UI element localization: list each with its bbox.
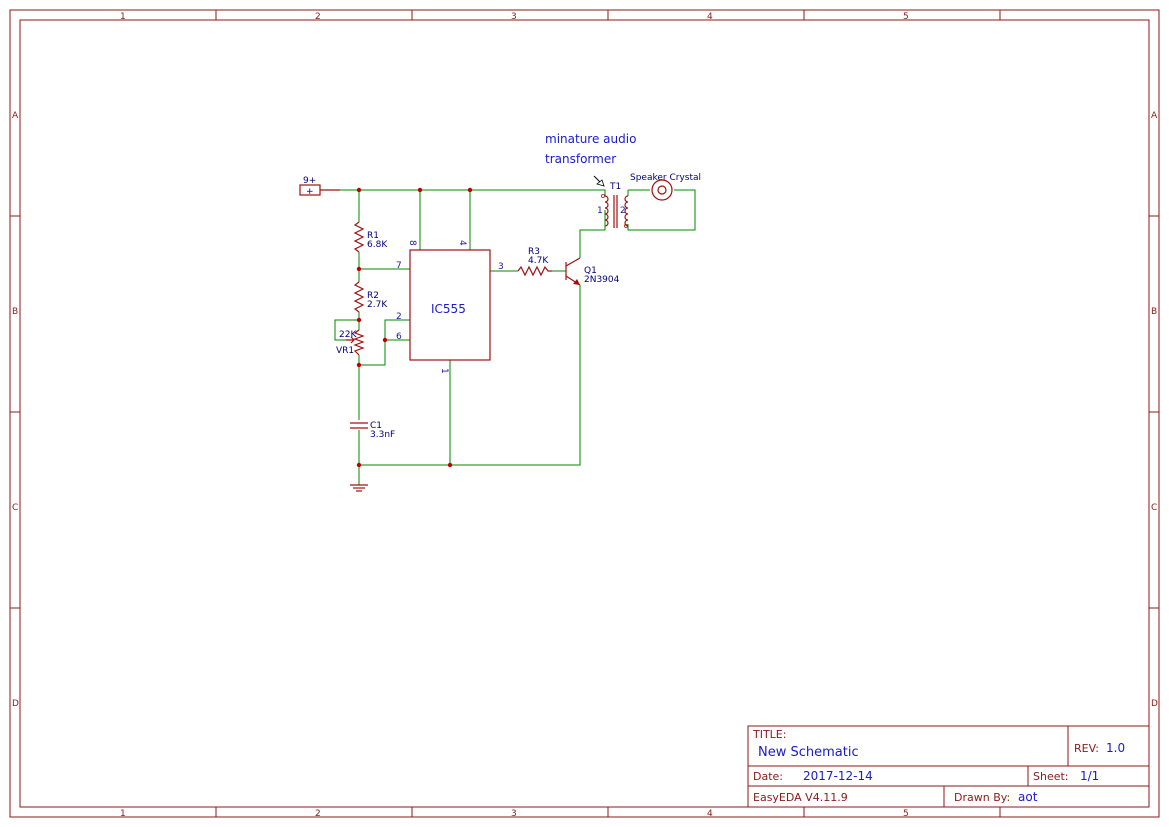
- sheet-value: 1/1: [1080, 769, 1099, 783]
- software-label: EasyEDA V4.11.9: [753, 791, 848, 804]
- col-label-bottom: 4: [707, 809, 713, 819]
- rev-value: 1.0: [1106, 741, 1125, 755]
- transformer-t1[interactable]: T1 1 2: [597, 182, 629, 228]
- q1-value: 2N3904: [584, 275, 620, 285]
- title-block: TITLE: New Schematic REV: 1.0 Date: 2017…: [747, 725, 1150, 808]
- sheet-label: Sheet:: [1033, 770, 1069, 783]
- col-label-bottom: 2: [315, 809, 321, 819]
- ic-name: IC555: [431, 302, 466, 316]
- row-label-right: C: [1151, 503, 1157, 513]
- q1-ref: Q1: [584, 266, 597, 276]
- row-label-left: C: [12, 503, 18, 513]
- capacitor-c1[interactable]: C1 3.3nF: [350, 421, 395, 440]
- row-label-right: B: [1151, 307, 1157, 317]
- r2-value: 2.7K: [367, 300, 388, 310]
- ic-pin-6: 6: [396, 332, 402, 342]
- ic-pin-2: 2: [396, 312, 402, 322]
- drawn-value: aot: [1018, 790, 1038, 804]
- date-value: 2017-12-14: [803, 769, 873, 783]
- ic-pin-1: 1: [439, 368, 449, 374]
- schematic-title: New Schematic: [758, 745, 859, 760]
- c1-value: 3.3nF: [370, 430, 395, 440]
- annotation-line-1: minature audio: [545, 132, 636, 146]
- t1-pin-2: 2: [620, 206, 626, 216]
- power-label: 9+: [303, 176, 316, 186]
- resistor-r1[interactable]: R1 6.8K: [353, 221, 388, 253]
- col-label-top: 5: [903, 12, 909, 22]
- t1-pin-1: 1: [597, 206, 603, 216]
- rev-label: REV:: [1074, 742, 1099, 755]
- c1-ref: C1: [370, 421, 382, 431]
- vr1-value: 22K: [339, 330, 357, 340]
- resistor-r2[interactable]: R2 2.7K: [353, 281, 388, 313]
- col-label-top: 4: [707, 12, 713, 22]
- col-label-bottom: 3: [511, 809, 517, 819]
- potentiometer-vr1[interactable]: 22K VR1: [336, 329, 365, 356]
- t1-ref: T1: [609, 182, 621, 192]
- row-label-left: D: [12, 699, 19, 709]
- row-label-right: A: [1151, 111, 1158, 121]
- col-label-top: 1: [120, 12, 126, 22]
- resistor-r3[interactable]: R3 4.7K: [517, 247, 552, 277]
- transistor-q1[interactable]: Q1 2N3904: [565, 257, 620, 286]
- row-label-left: A: [12, 111, 19, 121]
- row-label-right: D: [1151, 699, 1158, 709]
- annotation-line-2: transformer: [545, 152, 616, 166]
- ic-pin-8: 8: [407, 240, 417, 246]
- annotation-note: minature audio transformer: [545, 132, 636, 187]
- vr1-ref: VR1: [336, 346, 354, 356]
- col-label-bottom: 1: [120, 809, 126, 819]
- r3-ref: R3: [528, 247, 540, 257]
- speaker-label: Speaker Crystal: [630, 173, 701, 183]
- ground-symbol: [350, 484, 368, 492]
- col-label-top: 2: [315, 12, 321, 22]
- r2-ref: R2: [367, 291, 379, 301]
- ic-pin-4: 4: [457, 240, 467, 246]
- power-flag[interactable]: 9+ +: [299, 176, 340, 197]
- col-label-bottom: 5: [903, 809, 909, 819]
- date-label: Date:: [753, 770, 783, 783]
- title-label: TITLE:: [752, 728, 786, 741]
- col-label-top: 3: [511, 12, 517, 22]
- r3-value: 4.7K: [528, 256, 549, 266]
- r1-ref: R1: [367, 231, 379, 241]
- junctions: [356, 187, 473, 468]
- power-symbol: +: [306, 187, 314, 197]
- row-label-left: B: [12, 307, 18, 317]
- r1-value: 6.8K: [367, 240, 388, 250]
- ic-pin-3: 3: [498, 262, 504, 272]
- speaker-crystal[interactable]: Speaker Crystal: [630, 173, 701, 201]
- sheet-frame: 1 2 3 4 5 1 2 3 4 5 A B C D A B C D: [9, 9, 1160, 819]
- drawn-label: Drawn By:: [954, 791, 1010, 804]
- ic-pin-7: 7: [396, 261, 402, 271]
- ic555[interactable]: IC555 8 4 7 3 2 6 1: [396, 240, 504, 374]
